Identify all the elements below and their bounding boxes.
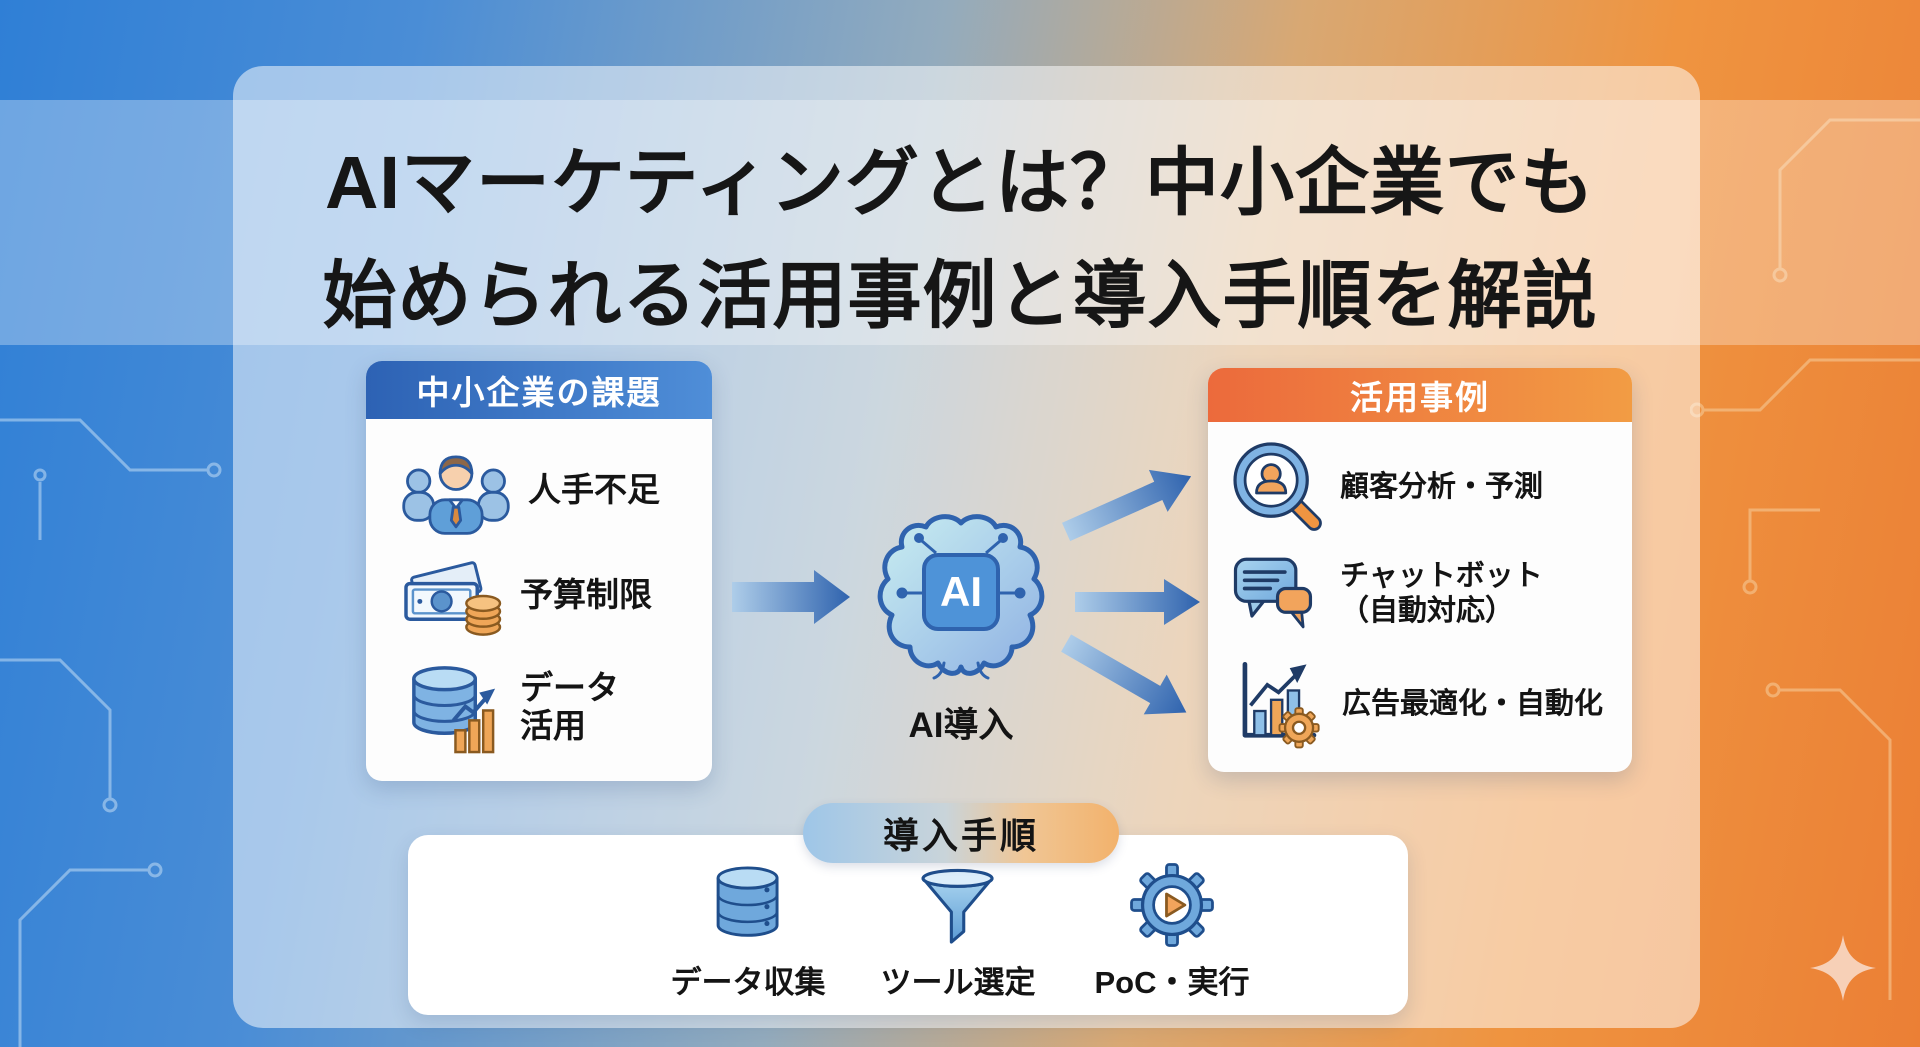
- funnel-icon: [916, 851, 1000, 951]
- ai-caption: AI導入: [908, 706, 1014, 745]
- steps-card: データ収集 ツール選定: [408, 835, 1408, 1015]
- usecase-label-ads: 広告最適化・自動化: [1342, 687, 1604, 720]
- database-icon: [708, 851, 788, 951]
- database-chart-icon: [400, 655, 504, 759]
- arrow-to-usecase-1: [1061, 469, 1192, 542]
- title-line-2: 始められる活用事例と導入手順を解説: [322, 254, 1598, 337]
- step-data-collection: データ収集: [638, 851, 858, 1002]
- circuit-pattern-left: [0, 418, 222, 1047]
- challenge-row-data: データ 活用: [400, 655, 704, 759]
- arrow-to-usecase-2: [1075, 579, 1200, 625]
- customer-analysis-icon: [1230, 439, 1326, 535]
- challenges-card-header: 中小企業の課題: [366, 361, 712, 419]
- chatbot-icon: [1230, 551, 1326, 637]
- title-line-1: AIマーケティングとは？中小企業でも: [324, 141, 1596, 224]
- challenges-card: 中小企業の課題 人手不足: [366, 361, 712, 781]
- step-poc-execution: PoC・実行: [1062, 851, 1282, 1002]
- usecase-row-ads: 広告最適化・自動化: [1230, 656, 1626, 752]
- steps-pill: 導入手順: [803, 803, 1119, 863]
- challenge-label-budget: 予算制限: [520, 576, 652, 614]
- step-label-poc-execution: PoC・実行: [1094, 965, 1250, 1000]
- challenge-row-labor: 人手不足: [400, 442, 704, 538]
- usecase-label-analysis: 顧客分析・予測: [1340, 470, 1544, 503]
- sparkle-icon: [1810, 935, 1876, 1001]
- usecase-row-analysis: 顧客分析・予測: [1230, 442, 1626, 532]
- money-icon: [400, 548, 504, 642]
- step-label-tool-selection: ツール選定: [880, 965, 1036, 1000]
- people-icon: [400, 444, 512, 536]
- arrow-to-usecase-3: [1061, 634, 1187, 715]
- ad-optimization-icon: [1230, 655, 1328, 753]
- challenge-label-data: データ 活用: [520, 669, 619, 744]
- usecases-card: 活用事例 顧客分析・予測: [1208, 368, 1632, 772]
- gear-play-icon: [1126, 851, 1218, 951]
- page-title: AIマーケティングとは？中小企業でも 始められる活用事例と導入手順を解説: [250, 126, 1670, 352]
- arrow-to-ai: [732, 570, 850, 624]
- challenge-label-labor: 人手不足: [528, 471, 660, 509]
- ai-chip-label: AI: [940, 568, 982, 615]
- usecase-row-chatbot: チャットボット （自動対応）: [1230, 544, 1626, 644]
- ai-brain-icon: AI: [866, 497, 1056, 692]
- step-tool-selection: ツール選定: [848, 851, 1068, 1002]
- step-label-data-collection: データ収集: [670, 965, 826, 1000]
- circuit-pattern-right: [1690, 118, 1920, 1000]
- challenge-row-budget: 予算制限: [400, 547, 704, 643]
- usecase-label-chatbot: チャットボット （自動対応）: [1340, 560, 1543, 627]
- usecases-card-header: 活用事例: [1208, 368, 1632, 422]
